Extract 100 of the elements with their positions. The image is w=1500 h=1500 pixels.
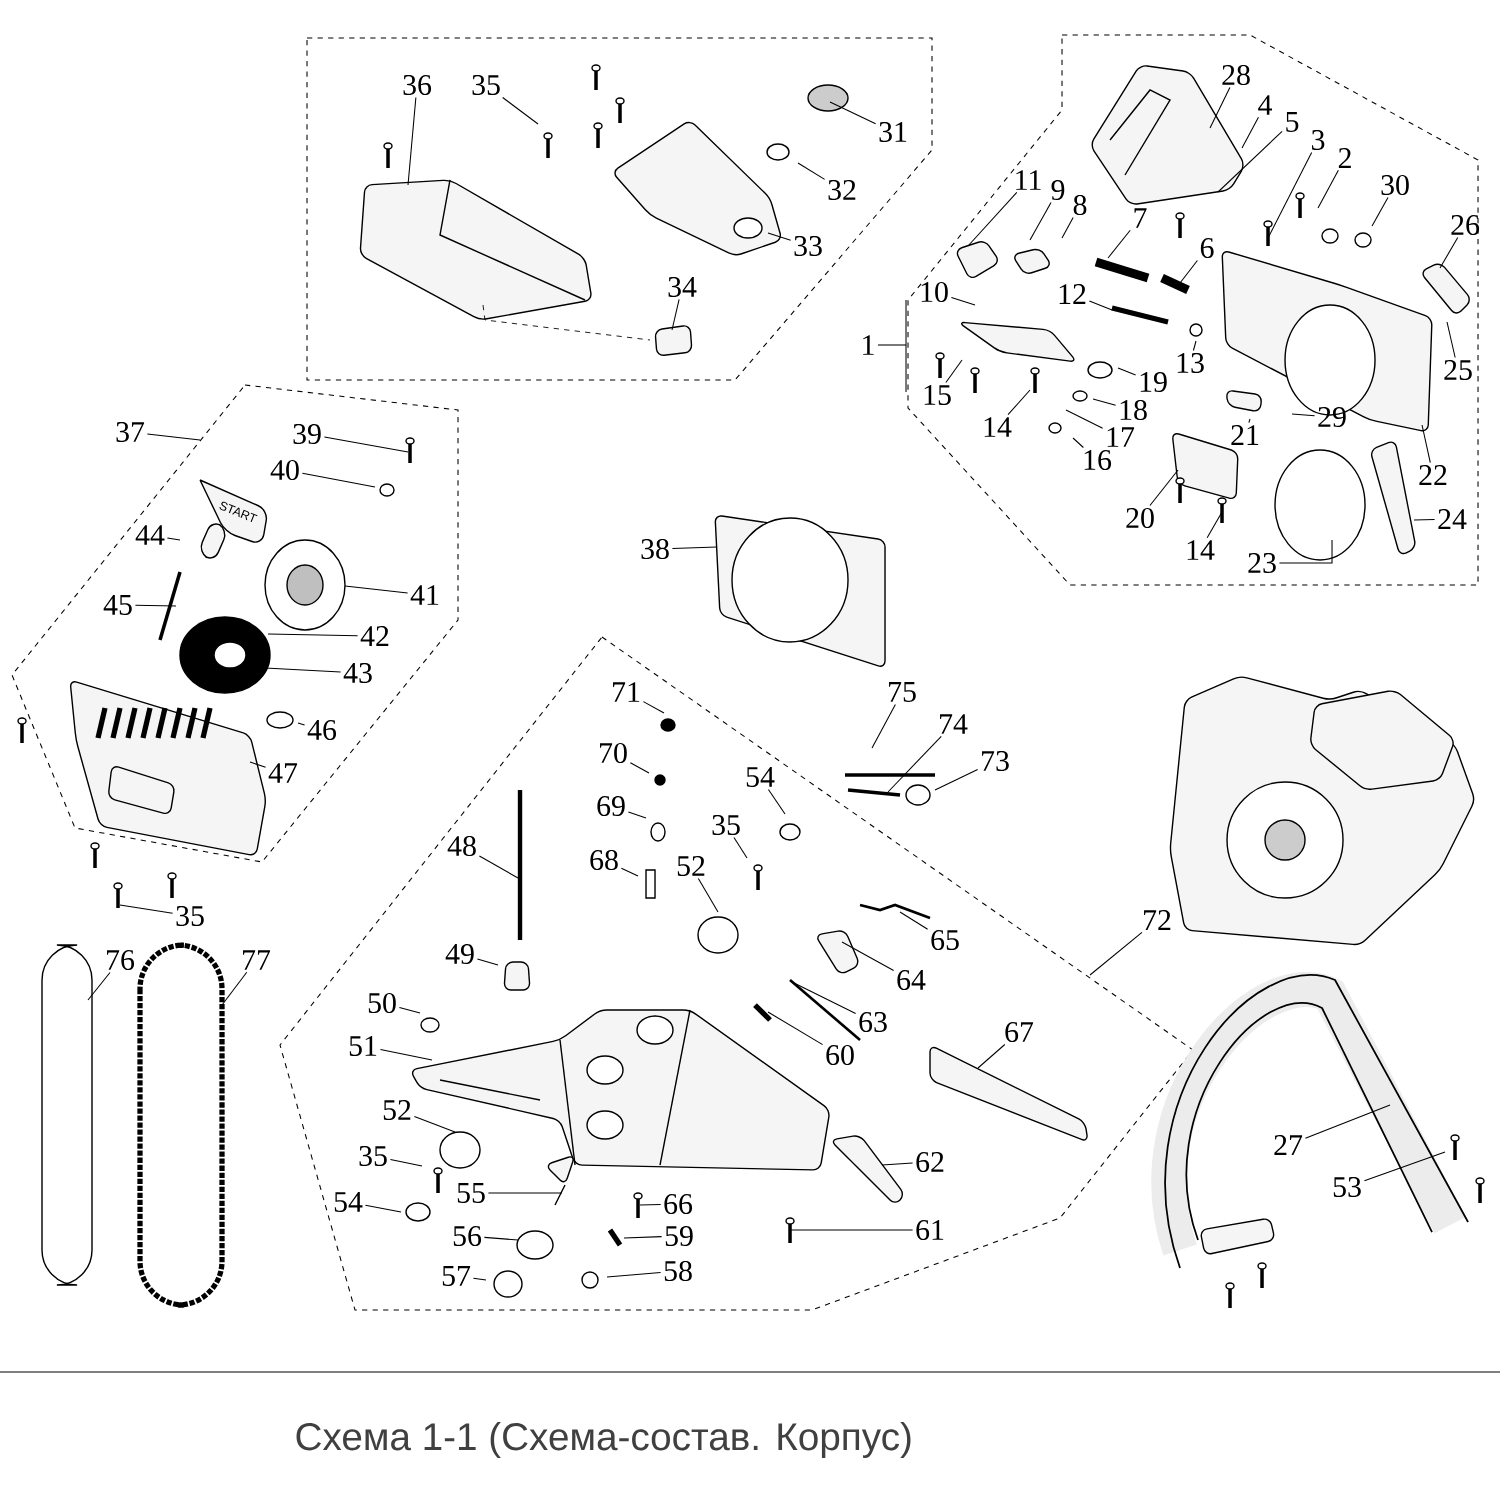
leader-line [119,904,174,914]
leader-line [323,436,409,453]
leader-line [767,232,792,241]
leader-line [1363,1151,1446,1182]
callout-number: 19 [1140,371,1167,393]
leader-line [1317,169,1339,209]
leader-line [134,604,177,607]
leader-line [407,96,417,186]
leader-line [297,722,306,726]
leader-line [1149,469,1179,506]
leader-line [483,1236,519,1241]
leader-line [389,1159,423,1167]
callout-number: 31 [879,121,907,143]
callout-number: 74 [940,714,968,734]
callout-number: 16 [1084,449,1112,471]
leader-line [871,703,896,749]
callout-number: 68 [590,849,618,871]
callout-number: 71 [613,682,640,702]
leader-line [1209,87,1231,129]
leader-line [1029,201,1052,241]
leader-line [1217,130,1283,193]
callout-number: 45 [103,595,132,615]
callout-number: 57 [442,1266,471,1286]
leader-line [1065,409,1104,429]
leader-line [249,761,267,768]
callout-number: 44 [135,525,165,545]
leader-line [398,1007,421,1014]
callout-number: 65 [931,929,959,951]
leader-line [697,877,719,913]
leader-line [1371,197,1389,227]
callout-number: 5 [1286,112,1299,132]
leader-line [950,297,976,306]
callout-number: 62 [916,1151,944,1173]
leader-line [934,768,979,791]
callout-number: 36 [403,74,432,96]
callout-number: 54 [746,767,775,787]
callout-number: 72 [1144,910,1171,930]
leader-line [1107,229,1131,259]
callout-number: 17 [1107,427,1135,447]
leader-line [967,191,1018,247]
callout-number: 53 [1333,1176,1361,1198]
leader-line [945,359,963,384]
leader-line [1089,931,1143,976]
leader-line [767,788,786,815]
leader-line [1421,424,1431,464]
leader-line [877,344,907,346]
callout-number: 8 [1073,194,1087,216]
leader-line [841,941,895,971]
callout-number: 52 [383,1099,411,1121]
leader-line [671,546,718,549]
leader-line [364,1204,402,1213]
leader-line [221,971,248,1006]
leader-line [487,1192,563,1194]
callout-number: 55 [457,1183,485,1203]
callout-number: 58 [664,1260,692,1282]
callout-number: 4 [1258,95,1272,115]
leader-line [791,981,857,1014]
leader-line [642,701,665,714]
callout-number: 63 [859,1011,887,1033]
callout-number: 69 [597,795,625,817]
leader-line [1439,236,1459,269]
callout-number: 15 [924,385,951,405]
callout-number: 67 [1005,1021,1034,1043]
leader-line [1206,511,1223,539]
callout-number: 35 [176,905,204,927]
leader-line [623,1236,663,1239]
callout-number: 38 [641,538,669,560]
callout-number: 40 [270,459,299,481]
callout-number: 35 [359,1145,387,1167]
callout-number: 14 [1187,540,1215,560]
callout-number: 20 [1126,507,1154,529]
leader-line [472,1277,487,1281]
callout-number: 70 [600,742,627,764]
leader-line [1413,518,1436,521]
leader-line [1304,1104,1391,1139]
leader-line [379,1049,433,1061]
leader-line [478,855,519,879]
leader-line [1092,398,1117,406]
leader-line [1291,413,1316,417]
callout-number: 27 [1274,1135,1303,1155]
callout-number: 13 [1177,352,1204,374]
callout-number: 77 [243,950,271,970]
leader-line [627,811,647,819]
leader-line [899,911,929,930]
leader-line [301,472,376,488]
leader-line [1267,151,1313,239]
callout-number: 30 [1381,174,1409,196]
callout-number: 50 [368,992,396,1014]
leader-line [1192,340,1197,352]
callout-number: 23 [1248,552,1276,574]
leader-line [767,1011,824,1046]
callout-number: 49 [445,943,474,965]
callout-number: 73 [982,750,1009,772]
leader-line [476,958,499,966]
leader-line [977,1044,1006,1069]
callout-number: 9 [1051,179,1065,201]
callout-number: 1 [863,335,874,355]
leader-line [1007,389,1031,416]
callout-number: 51 [349,1036,377,1057]
callout-number: 60 [826,1044,854,1066]
